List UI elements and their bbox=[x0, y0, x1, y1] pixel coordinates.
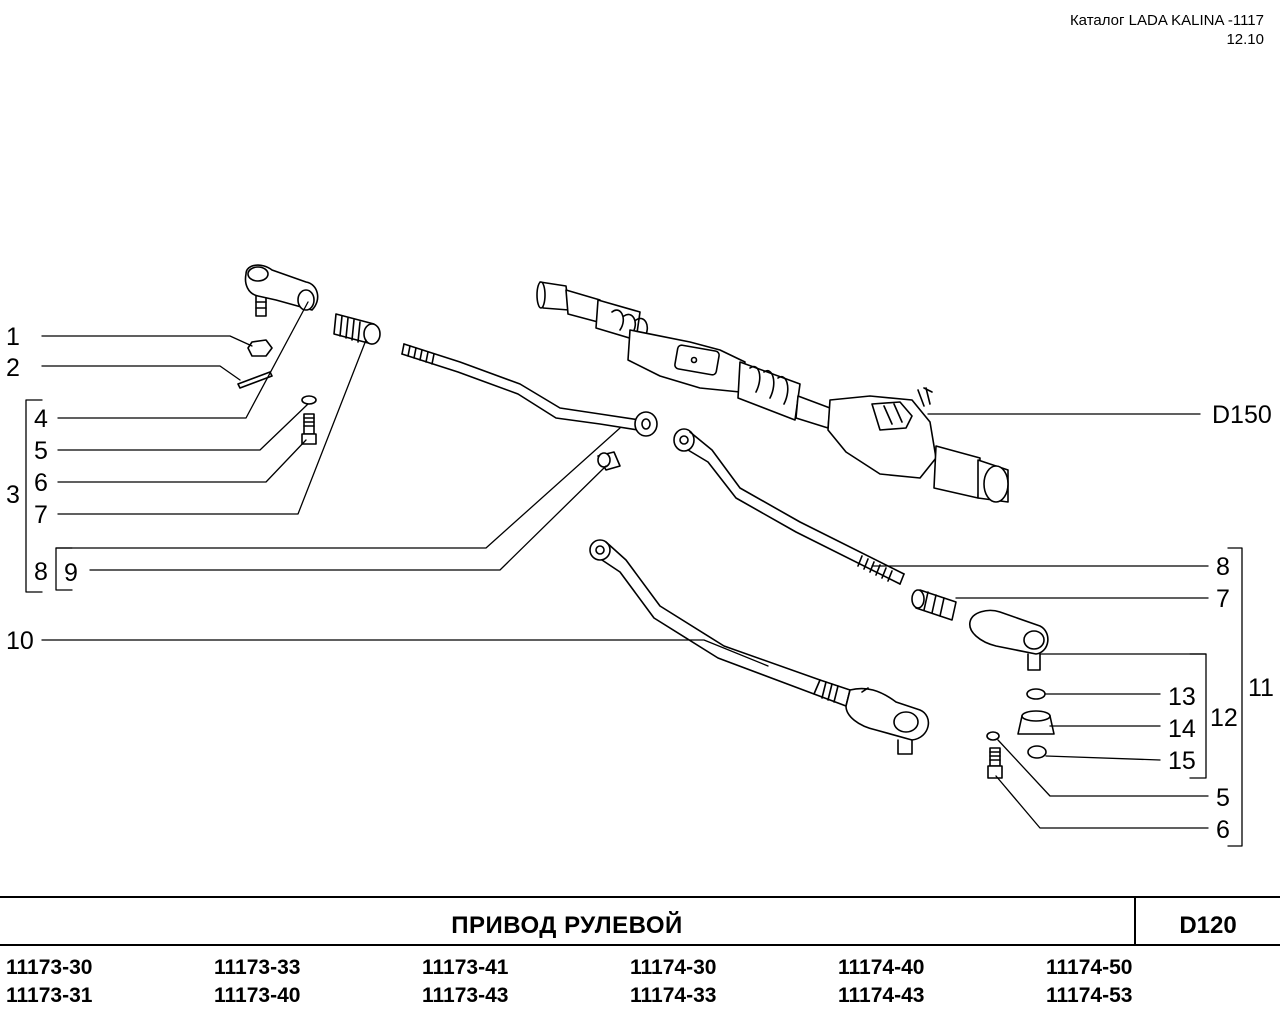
callout-15: 15 bbox=[1168, 747, 1196, 775]
catalog-date: 12.10 bbox=[1226, 31, 1264, 48]
left-tie-rod-end bbox=[244, 264, 319, 317]
model-code: 11173-31 bbox=[6, 984, 93, 1007]
callout-1: 1 bbox=[6, 323, 20, 351]
steering-rack bbox=[536, 281, 1009, 503]
page-title: ПРИВОД РУЛЕВОЙ bbox=[451, 912, 683, 939]
right-tie-rod-end bbox=[969, 609, 1049, 671]
steering-linkage-diagram: 1 2 3 4 5 6 7 8 9 10 D150 8 7 11 12 13 1… bbox=[6, 264, 1274, 847]
callout-14: 14 bbox=[1168, 715, 1196, 743]
model-code: 11174-33 bbox=[630, 984, 717, 1007]
right-washer bbox=[986, 731, 1000, 741]
callout-labels: 1 2 3 4 5 6 7 8 9 10 D150 8 7 11 12 13 1… bbox=[6, 323, 1274, 844]
callout-right-7: 7 bbox=[1216, 585, 1230, 613]
callout-2: 2 bbox=[6, 354, 20, 382]
brackets bbox=[25, 399, 1243, 847]
callout-3: 3 bbox=[6, 481, 20, 509]
right-adjusting-sleeve bbox=[911, 589, 957, 621]
callout-5: 5 bbox=[34, 437, 48, 465]
tie-rod-assembly-10 bbox=[589, 539, 930, 755]
ring-13 bbox=[1026, 688, 1046, 700]
ring-15 bbox=[1027, 745, 1047, 759]
cotter-pin bbox=[237, 371, 273, 389]
callout-right-5: 5 bbox=[1216, 784, 1230, 812]
model-code: 11173-40 bbox=[214, 984, 301, 1007]
title-divider bbox=[1134, 898, 1136, 944]
model-code: 11173-43 bbox=[422, 984, 509, 1007]
callout-10: 10 bbox=[6, 627, 34, 655]
callout-9: 9 bbox=[64, 559, 78, 587]
model-code: 11174-30 bbox=[630, 956, 717, 979]
left-washer bbox=[301, 395, 317, 405]
callout-right-8: 8 bbox=[1216, 553, 1230, 581]
callout-right-6: 6 bbox=[1216, 816, 1230, 844]
callout-4: 4 bbox=[34, 405, 48, 433]
right-bolt bbox=[987, 747, 1003, 779]
callout-11: 11 bbox=[1248, 674, 1274, 702]
callout-6: 6 bbox=[34, 469, 48, 497]
catalog-title: Каталог LADA KALINA -1117 bbox=[1069, 12, 1264, 29]
model-code: 11173-30 bbox=[6, 956, 93, 979]
model-code: 11173-41 bbox=[422, 956, 509, 979]
rubber-bushing bbox=[597, 451, 621, 471]
left-tie-rod bbox=[401, 343, 658, 437]
model-code: 11174-43 bbox=[838, 984, 925, 1007]
model-code: 11174-53 bbox=[1046, 984, 1133, 1007]
model-code: 11174-50 bbox=[1046, 956, 1133, 979]
right-tie-rod bbox=[673, 428, 905, 585]
title-bar: ПРИВОД РУЛЕВОЙ D120 bbox=[0, 896, 1280, 946]
nut bbox=[247, 339, 273, 357]
model-code: 11174-40 bbox=[838, 956, 925, 979]
left-bolt bbox=[301, 413, 317, 445]
callout-13: 13 bbox=[1168, 683, 1196, 711]
callout-7: 7 bbox=[34, 501, 48, 529]
ref-label-d150: D150 bbox=[1212, 401, 1272, 429]
section-code: D120 bbox=[1179, 912, 1237, 939]
boot-14 bbox=[1017, 710, 1055, 735]
model-code: 11173-33 bbox=[214, 956, 301, 979]
left-adjusting-sleeve bbox=[333, 313, 381, 345]
leader-lines bbox=[41, 301, 1209, 829]
callout-8: 8 bbox=[34, 558, 48, 586]
callout-12: 12 bbox=[1210, 704, 1238, 732]
